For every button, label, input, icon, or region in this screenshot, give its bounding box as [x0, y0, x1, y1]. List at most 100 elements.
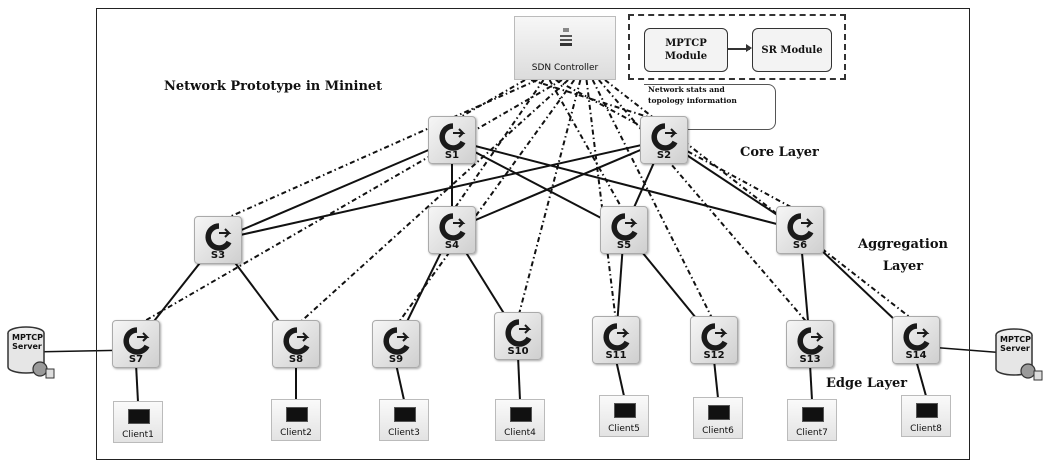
data-link — [217, 139, 453, 241]
openflow-switch-icon — [651, 123, 678, 151]
openflow-switch-icon — [283, 327, 310, 355]
switch-label: S2 — [656, 150, 672, 161]
client-label: Client7 — [796, 428, 828, 438]
switch-s10: S10 — [494, 312, 542, 360]
switch-label: S13 — [799, 354, 821, 365]
switch-s1: S1 — [428, 116, 476, 164]
client-link — [615, 359, 625, 397]
switch-label: S5 — [616, 240, 632, 251]
switch-s4: S4 — [428, 206, 476, 254]
aggregation-layer-label: Aggregation Layer — [858, 237, 948, 274]
monitor-icon — [286, 407, 308, 422]
openflow-switch-icon — [787, 213, 814, 241]
openflow-switch-icon — [439, 123, 466, 151]
switch-s5: S5 — [600, 206, 648, 254]
control-link — [217, 79, 538, 223]
switch-label: S1 — [444, 150, 460, 161]
control-link — [585, 79, 617, 323]
monitor-icon — [128, 409, 150, 424]
mptcp-module-label: MPTCP Module — [664, 38, 708, 62]
openflow-switch-icon — [603, 323, 630, 351]
data-link — [451, 139, 801, 231]
switch-label: S14 — [905, 350, 927, 361]
edge-layer-label: Edge Layer — [826, 376, 908, 391]
switch-s13: S13 — [786, 320, 834, 368]
monitor-icon — [394, 407, 416, 422]
switch-label: S9 — [388, 354, 404, 365]
data-link — [451, 139, 665, 231]
control-link — [598, 79, 811, 327]
client-link — [135, 363, 139, 403]
controller-label: SDN Controller — [531, 63, 599, 73]
switch-label: S12 — [703, 350, 725, 361]
switch-s7: S7 — [112, 320, 160, 368]
control-link — [295, 79, 569, 327]
switch-s11: S11 — [592, 316, 640, 364]
client-c5: Client5 — [599, 395, 649, 437]
client-link — [809, 363, 813, 401]
switch-s3: S3 — [194, 216, 242, 264]
control-link — [135, 79, 563, 327]
openflow-switch-icon — [701, 323, 728, 351]
module-arrow — [728, 45, 752, 51]
switch-s14: S14 — [892, 316, 940, 364]
switch-label: S4 — [444, 240, 460, 251]
openflow-switch-icon — [611, 213, 638, 241]
server-rack-icon — [560, 28, 572, 46]
openflow-switch-icon — [123, 327, 150, 355]
client-c8: Client8 — [901, 395, 951, 437]
server-left: MPTCP Server — [4, 323, 56, 381]
openflow-switch-icon — [505, 319, 532, 347]
network-stats-note: Network stats and topology information — [648, 85, 737, 105]
client-label: Client4 — [504, 428, 536, 438]
control-link — [591, 79, 715, 323]
server-label: MPTCP Server — [1000, 335, 1032, 353]
openflow-switch-icon — [205, 223, 232, 251]
sr-module-label: SR Module — [761, 44, 823, 56]
client-link — [713, 359, 719, 399]
switch-label: S11 — [605, 350, 627, 361]
switch-label: S10 — [507, 346, 529, 357]
client-label: Client8 — [910, 424, 942, 434]
monitor-icon — [916, 403, 938, 418]
monitor-icon — [708, 405, 730, 420]
mptcp-module: MPTCP Module — [644, 28, 728, 72]
client-label: Client1 — [122, 430, 154, 440]
client-c1: Client1 — [113, 401, 163, 443]
database-server-icon — [995, 328, 1043, 381]
sdn-controller: SDN Controller — [514, 16, 616, 80]
monitor-icon — [802, 407, 824, 422]
switch-s6: S6 — [776, 206, 824, 254]
switch-label: S6 — [792, 240, 808, 251]
core-layer-label: Core Layer — [740, 145, 819, 160]
switch-s2: S2 — [640, 116, 688, 164]
client-link — [517, 355, 521, 401]
control-link — [530, 79, 665, 123]
client-c4: Client4 — [495, 399, 545, 441]
monitor-icon — [510, 407, 532, 422]
client-link — [915, 359, 927, 397]
client-label: Client2 — [280, 428, 312, 438]
client-c3: Client3 — [379, 399, 429, 441]
monitor-icon — [614, 403, 636, 418]
switch-s8: S8 — [272, 320, 320, 368]
openflow-switch-icon — [797, 327, 824, 355]
client-label: Client6 — [702, 426, 734, 436]
openflow-switch-icon — [903, 323, 930, 351]
switch-label: S8 — [288, 354, 304, 365]
info-bracket — [644, 84, 776, 130]
server-label: MPTCP Server — [12, 333, 44, 351]
controller-modules-box — [628, 14, 846, 80]
client-link — [395, 363, 405, 401]
sr-module: SR Module — [752, 28, 832, 72]
switch-label: S7 — [128, 354, 144, 365]
switch-label: S3 — [210, 250, 226, 261]
control-link — [548, 79, 625, 213]
switch-s12: S12 — [690, 316, 738, 364]
data-link — [451, 139, 625, 231]
mininet-frame — [96, 8, 970, 460]
client-label: Client3 — [388, 428, 420, 438]
openflow-switch-icon — [383, 327, 410, 355]
